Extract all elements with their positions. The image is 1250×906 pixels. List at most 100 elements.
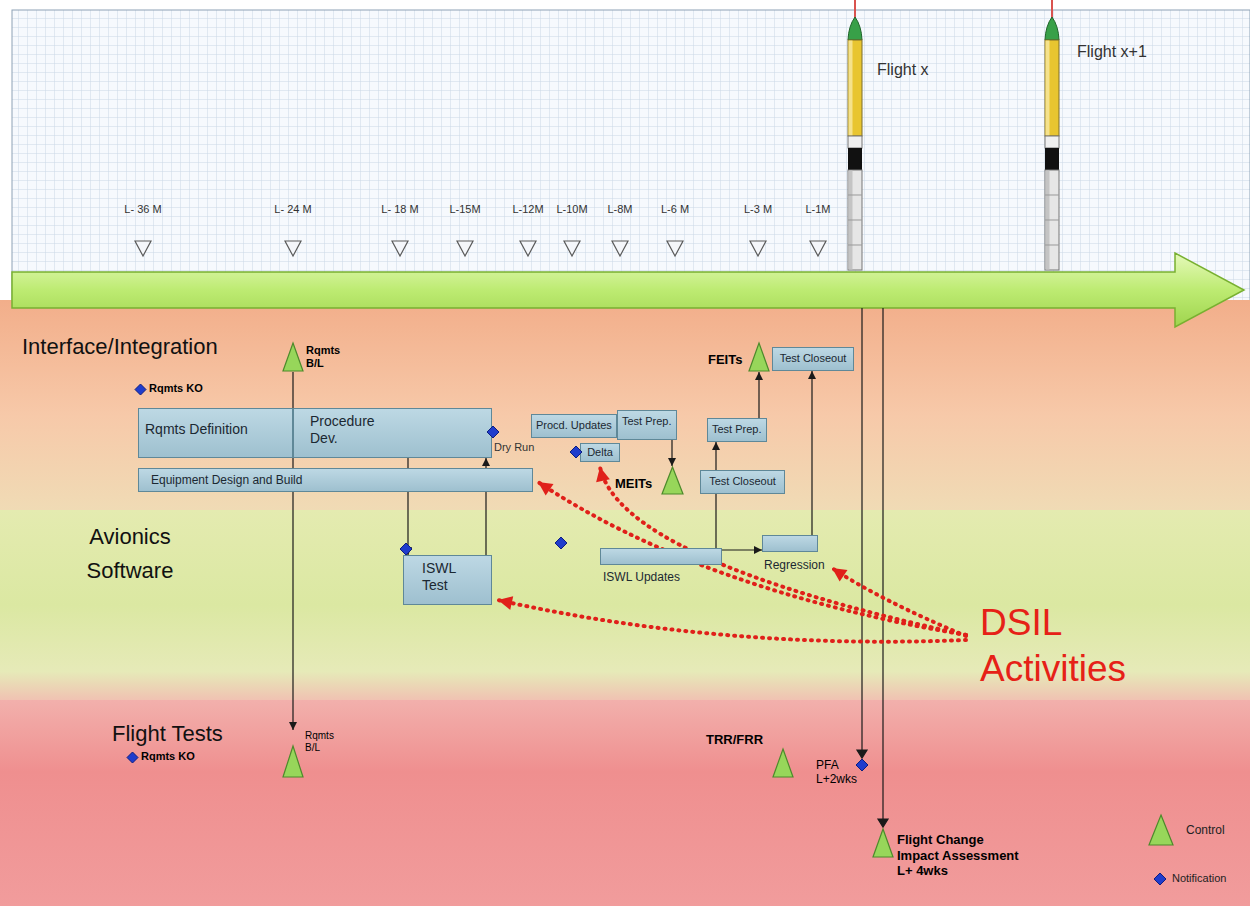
bar-label: ISWL Updates bbox=[603, 570, 680, 584]
box-label: Rqmts Definition bbox=[145, 421, 248, 438]
timeline-arrow bbox=[12, 253, 1244, 327]
process-box: Rqmts Definition bbox=[138, 408, 293, 458]
arrow-head bbox=[808, 371, 816, 379]
box-label: Procedure Dev. bbox=[310, 413, 390, 447]
dsil-callout-arrows bbox=[498, 467, 966, 642]
timeline-label: L-8M bbox=[607, 203, 632, 216]
triangle-shape bbox=[873, 829, 893, 857]
milestone-label: FEITs bbox=[708, 352, 742, 368]
control-triangle bbox=[282, 745, 304, 778]
triangle-shape bbox=[749, 343, 769, 371]
bar-label: Regression bbox=[764, 558, 825, 572]
arrow-head bbox=[289, 722, 297, 730]
milestone-label: Rqmts KO bbox=[149, 382, 203, 395]
timeline-label: L-3 M bbox=[744, 203, 772, 216]
notification-markers bbox=[400, 426, 582, 555]
connector-line bbox=[715, 494, 716, 548]
process-box: Procd. Updates bbox=[531, 414, 617, 438]
box-label: Procd. Updates bbox=[536, 419, 612, 432]
lane-heading: Flight Tests bbox=[112, 717, 223, 751]
notification-milestone: PFA L+2wks bbox=[816, 758, 868, 787]
arrow-head bbox=[482, 458, 490, 466]
activity-bar: Regression bbox=[762, 535, 825, 573]
lane-ground bbox=[0, 300, 1250, 510]
notification-milestone: Rqmts KO bbox=[127, 750, 195, 764]
control-triangle bbox=[872, 828, 894, 858]
timeline-label: L- 18 M bbox=[381, 203, 418, 216]
timeline-label: L- 36 M bbox=[124, 203, 161, 216]
activity-bar: ISWL Updates bbox=[600, 548, 722, 585]
process-box: ISWL Test bbox=[403, 555, 492, 605]
legend-notification-symbol bbox=[1154, 873, 1166, 885]
notification-diamond bbox=[135, 384, 146, 395]
lane-heading: Avionics Software bbox=[55, 520, 205, 588]
connector-line bbox=[811, 371, 812, 535]
activity-note: Dry Run bbox=[494, 441, 534, 454]
arrow-head bbox=[755, 372, 763, 380]
control-triangle bbox=[661, 466, 684, 495]
triangle-shape bbox=[283, 343, 303, 371]
milestone-label: PFA L+2wks bbox=[816, 758, 858, 787]
milestone-label: Rqmts B/L bbox=[305, 730, 339, 754]
timeline-label: L-12M bbox=[512, 203, 543, 216]
process-box: Equipment Design and Build bbox=[138, 468, 533, 492]
box-label: Equipment Design and Build bbox=[151, 473, 302, 487]
arrow-head bbox=[754, 546, 762, 554]
box-label: Test Closeout bbox=[709, 475, 776, 488]
rocket bbox=[1045, 0, 1059, 270]
timeline-label: L-6 M bbox=[661, 203, 689, 216]
control-triangle bbox=[748, 342, 770, 372]
flight-label: Flight x bbox=[877, 60, 929, 79]
legend-text: Notification bbox=[1172, 872, 1226, 885]
connector-arrow bbox=[722, 546, 762, 554]
control-milestone: TRR/FRR bbox=[706, 732, 794, 778]
process-box: Test Closeout bbox=[772, 347, 854, 371]
triangle-shape bbox=[662, 467, 683, 494]
legend-text: Control bbox=[1186, 823, 1225, 837]
milestone-label: MEITs bbox=[615, 476, 652, 492]
process-box: Procedure Dev. bbox=[293, 408, 492, 458]
notification-milestone: Rqmts KO bbox=[135, 382, 203, 396]
connector-arrow bbox=[755, 372, 763, 418]
arrow-head bbox=[712, 442, 720, 450]
process-box: Test Prep. bbox=[617, 410, 677, 440]
control-milestone: Rqmts B/L bbox=[282, 730, 339, 778]
box-label: Test Prep. bbox=[712, 423, 762, 436]
control-milestone: MEITs bbox=[615, 466, 684, 495]
lane-heading: Interface/Integration bbox=[22, 330, 218, 364]
triangle-shape bbox=[283, 746, 303, 777]
diamond-shape bbox=[135, 384, 146, 395]
diamond-shape bbox=[856, 759, 868, 771]
flight-leader-lines bbox=[857, 308, 888, 827]
activity-bar-shape bbox=[762, 535, 818, 552]
callout-title: DSIL Activities bbox=[980, 600, 1155, 693]
timeline-label: L-15M bbox=[449, 203, 480, 216]
box-label: Delta bbox=[587, 446, 613, 459]
lane-ground bbox=[0, 510, 1250, 700]
control-milestone: Flight Change Impact Assessment L+ 4wks bbox=[872, 828, 1027, 879]
arrow-head bbox=[668, 458, 676, 466]
timeline-label: L- 24 M bbox=[274, 203, 311, 216]
connector-arrow bbox=[716, 494, 717, 548]
milestone-label: Rqmts KO bbox=[141, 750, 195, 763]
legend-control-symbol bbox=[1149, 815, 1173, 845]
box-label: Test Prep. bbox=[622, 415, 672, 428]
milestone-label: Flight Change Impact Assessment L+ 4wks bbox=[897, 832, 1027, 879]
lane-ground bbox=[0, 700, 1250, 906]
triangle-shape bbox=[773, 749, 793, 777]
grid-panel bbox=[12, 10, 1250, 302]
notification-diamond bbox=[856, 759, 868, 771]
milestone-label: TRR/FRR bbox=[706, 732, 763, 748]
box-label: ISWL Test bbox=[422, 560, 472, 594]
arrow-head bbox=[404, 547, 412, 555]
swimlane-band: Flight TestsRqmts KO Rqmts B/L TRR/FRR PFA … bbox=[0, 700, 1250, 906]
activity-bar-shape bbox=[600, 548, 722, 565]
connector-arrow bbox=[808, 371, 816, 535]
process-box: Delta bbox=[580, 443, 620, 462]
control-triangle bbox=[282, 342, 304, 372]
process-box: Test Closeout bbox=[700, 470, 785, 494]
rocket bbox=[848, 0, 862, 270]
